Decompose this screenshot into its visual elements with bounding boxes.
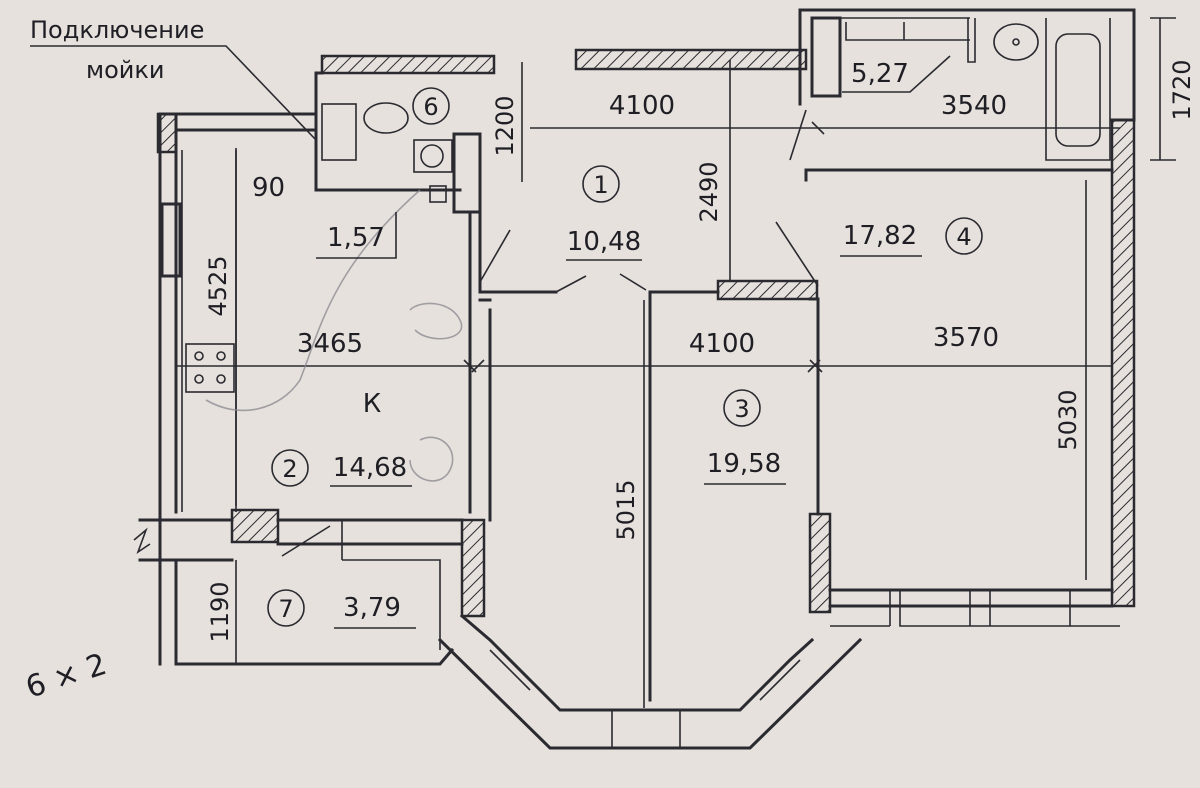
room-7-number: 7	[278, 595, 293, 623]
hatched-walls	[156, 48, 1136, 618]
dim-wc-depth: 1200	[491, 95, 519, 156]
dim-balcony-depth: 1190	[206, 581, 234, 642]
room-2-number: 2	[282, 455, 297, 483]
wall-bay-right	[808, 512, 832, 614]
bathroom-area: 5,27	[851, 59, 909, 89]
dim-room4-width: 3570	[933, 323, 999, 353]
room-4-number: 4	[956, 223, 971, 251]
room-3-number: 3	[734, 395, 749, 423]
labels: Подключение мойки 1 10,48 К 2 14,68 3 19…	[30, 16, 1196, 643]
wall-bay-left	[460, 518, 486, 618]
pencil-note-6x2: 6 × 2	[22, 647, 111, 706]
room-7-area: 3,79	[343, 593, 401, 623]
dim-corridor-width: 4100	[609, 91, 675, 121]
room-7-marker	[267, 589, 305, 627]
dim-hall-depth: 2490	[695, 161, 723, 222]
annotation-line2: мойки	[86, 56, 164, 84]
room-2-label: К	[363, 389, 381, 419]
room-3-area: 19,58	[707, 449, 781, 479]
dimension-lines	[30, 17, 1176, 708]
wall-top-hall	[574, 48, 808, 71]
pencil-note-90: 90	[252, 173, 285, 203]
dim-bath-depth: 1720	[1168, 59, 1196, 120]
room-3-marker	[723, 389, 761, 427]
room-6-marker	[412, 87, 450, 125]
wall-partition-hall	[716, 279, 819, 301]
room-6-area: 1,57	[327, 223, 385, 253]
wall-top-wc	[320, 54, 496, 75]
room-markers	[267, 87, 983, 627]
dim-room3-width: 4100	[689, 329, 755, 359]
wall-right-outer	[1110, 118, 1136, 608]
wall-kitchen-balcony	[230, 508, 280, 544]
annotation-line1: Подключение	[30, 16, 204, 44]
walls	[133, 8, 1136, 750]
room-4-marker	[945, 217, 983, 255]
dim-kitchen-depth: 4525	[204, 255, 232, 316]
room-1-marker	[582, 165, 620, 203]
dim-kitchen-width: 3465	[297, 329, 363, 359]
room-6-number: 6	[423, 93, 438, 121]
dim-room4-depth: 5030	[1054, 389, 1082, 450]
room-2-marker	[271, 449, 309, 487]
room-2-area: 14,68	[333, 453, 407, 483]
room-4-area: 17,82	[843, 221, 917, 251]
room-1-area: 10,48	[567, 227, 641, 257]
room-1-number: 1	[593, 171, 608, 199]
dim-room3-depth: 5015	[612, 479, 640, 540]
dim-bath-width: 3540	[941, 91, 1007, 121]
